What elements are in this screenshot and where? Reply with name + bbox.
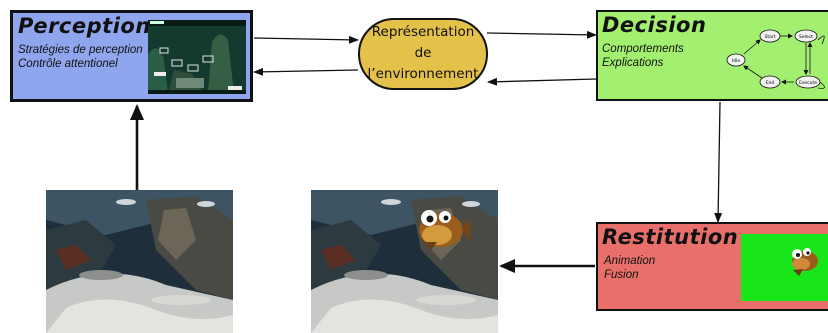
decision-title: Decision [602, 13, 707, 37]
representation-line-2: de [414, 45, 432, 61]
aquarium-photo-with-fish [311, 190, 498, 333]
state-idle: Idle [726, 53, 746, 67]
decision-line-1: Comportements [602, 43, 684, 55]
aquarium-photo [46, 190, 233, 333]
fused-output-image [311, 190, 498, 333]
representation-line-3: l’environnement [367, 66, 479, 82]
perception-line-1: Stratégies de perception [18, 44, 143, 56]
restitution-line-1: Animation [604, 255, 656, 267]
virtual-fish-overlay [419, 210, 471, 250]
perception-box: Perception Stratégies de perception Cont… [10, 10, 253, 102]
svg-text:Select: Select [799, 34, 813, 40]
green-screen-preview [741, 234, 828, 301]
svg-text:Start: Start [765, 34, 776, 40]
svg-text:Idle: Idle [732, 58, 740, 64]
arrow-representation-to-decision [486, 30, 597, 39]
perception-line-2: Contrôle attentionel [18, 58, 118, 70]
restitution-line-2: Fusion [604, 269, 639, 281]
svg-text:End: End [766, 80, 775, 86]
arrow-decision-to-restitution [714, 101, 723, 223]
state-start: Start [759, 29, 781, 43]
restitution-title: Restitution [602, 225, 739, 249]
arrow-decision-to-representation [487, 77, 597, 86]
perception-title: Perception [18, 14, 151, 38]
decision-line-2: Explications [602, 57, 664, 69]
aquarium-analysis-image [148, 20, 246, 94]
fish-character-icon [792, 248, 818, 276]
camera-input-image [46, 190, 233, 333]
state-select: Select [794, 29, 818, 43]
state-end: End [759, 75, 781, 89]
svg-text:Execute: Execute [799, 80, 817, 86]
state-machine-graph: Start Select Execute End Idle [726, 29, 825, 89]
arrow-representation-to-perception [253, 67, 359, 76]
restitution-box: Restitution Animation Fusion [596, 222, 828, 311]
representation-line-1: Représentation [371, 24, 475, 40]
perception-camera-thumbnail [148, 20, 246, 94]
state-execute: Execute [795, 75, 821, 89]
decision-box: Decision Comportements Explications Star… [596, 10, 828, 101]
arrow-perception-to-representation [253, 35, 359, 44]
representation-node: Représentation de l’environnement [358, 18, 488, 90]
